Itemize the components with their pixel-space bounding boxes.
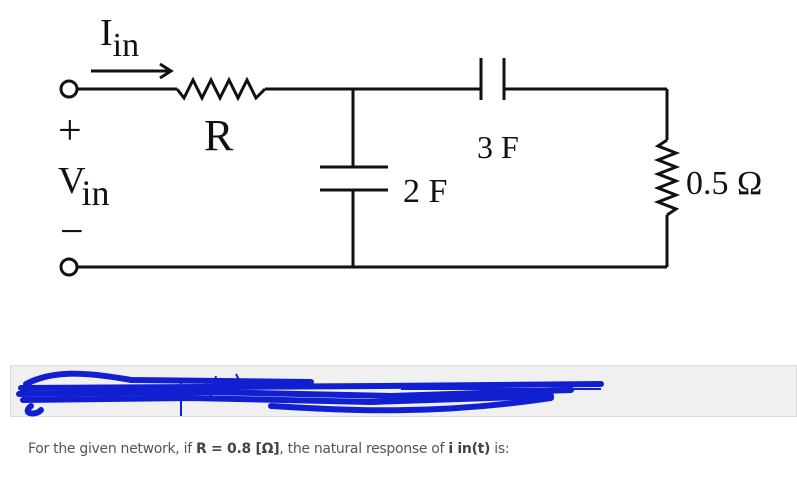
minus-sign: − [60, 209, 84, 255]
resistor-load [653, 138, 681, 217]
scribble-redaction [16, 370, 604, 417]
input-terminal-top [59, 79, 79, 99]
circuit-diagram: Iin R + Vin − 2 F 3 F 0.5 Ω [58, 12, 762, 277]
current-label: Iin [100, 12, 139, 64]
question-text: For the given network, if R = 0.8 [Ω], t… [28, 441, 510, 457]
input-terminal-bottom [59, 257, 79, 277]
resistor-label: R [204, 111, 234, 160]
resistor-r [175, 76, 267, 102]
r-value: R = 0.8 [Ω] [195, 441, 280, 457]
answer-box-redacted [10, 365, 797, 417]
load-resistor-label: 0.5 Ω [686, 165, 762, 202]
target-variable: i in(t) [448, 441, 491, 457]
plus-sign: + [58, 108, 82, 154]
capacitor-2f-label: 2 F [403, 173, 447, 210]
voltage-label: Vin [58, 160, 109, 213]
capacitor-3f-label: 3 F [477, 129, 519, 165]
